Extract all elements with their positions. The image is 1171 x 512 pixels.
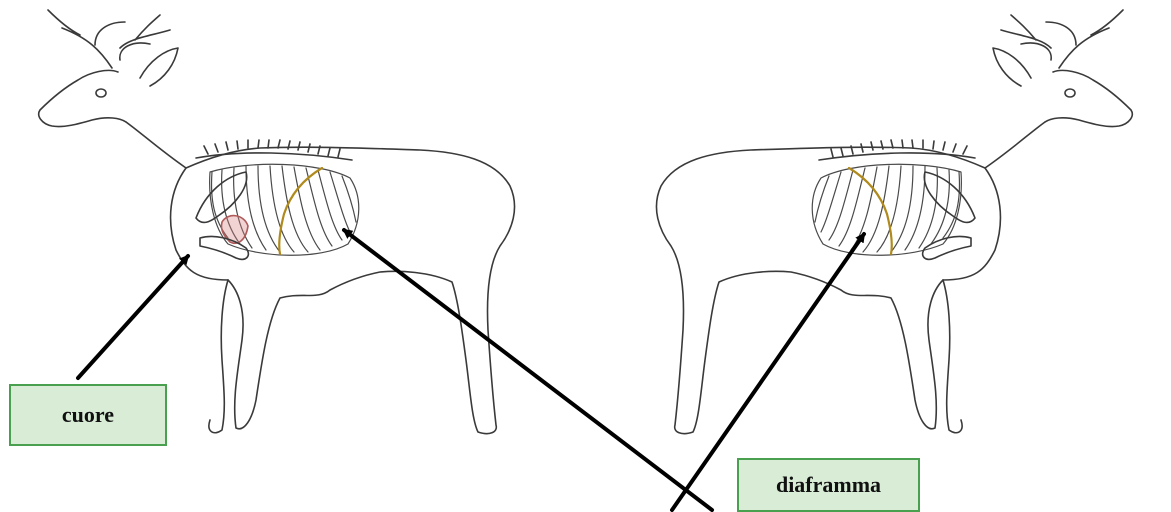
- left-deer-drawing: [39, 10, 515, 434]
- right-deer-spine: [819, 140, 975, 160]
- heart-label-text: cuore: [62, 402, 114, 428]
- right-deer-ribcage: [812, 164, 961, 255]
- left-deer-foreleg: [209, 280, 228, 433]
- right-deer-foreleg: [943, 280, 962, 433]
- diaphragm-label-text: diaframma: [776, 472, 881, 498]
- left-deer-ear: [140, 48, 178, 86]
- right-deer-ear: [993, 48, 1031, 86]
- diaphragm-label: diaframma: [737, 458, 920, 512]
- right-deer-antlers: [1001, 10, 1123, 68]
- left-deer-antlers: [48, 10, 170, 68]
- left-deer-head: [39, 70, 126, 126]
- left-deer-eye: [96, 89, 106, 97]
- right-deer-eye: [1065, 89, 1075, 97]
- left-deer-spine: [196, 140, 352, 160]
- right-deer-drawing: [656, 10, 1132, 434]
- heart-label: cuore: [9, 384, 167, 446]
- right-deer-head: [1045, 70, 1132, 126]
- arrow-heart: [78, 256, 188, 378]
- arrow-left-diaphragm: [344, 230, 712, 510]
